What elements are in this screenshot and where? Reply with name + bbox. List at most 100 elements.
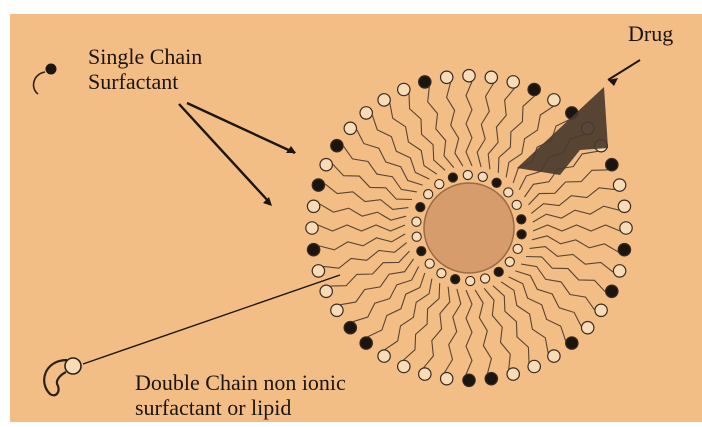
surfactant-head-open (485, 71, 497, 83)
surfactant-head-filled (344, 322, 356, 334)
outer-tail (424, 287, 450, 368)
outer-tail (529, 170, 608, 205)
outer-tail (493, 286, 529, 363)
inner-head-open (513, 244, 522, 253)
surfactant-head-open (378, 350, 390, 362)
surfactant-head-open (582, 322, 594, 334)
outer-tail (323, 243, 406, 269)
single-chain-head-icon (46, 64, 57, 75)
outer-tail (521, 264, 594, 310)
drug-label: Drug (628, 21, 673, 46)
inner-head-open (481, 274, 490, 283)
inner-head-open (437, 269, 446, 278)
inner-head-filled (517, 215, 526, 224)
single-chain-tail-icon (34, 72, 45, 94)
outer-tail (526, 257, 605, 292)
surfactant-head-open (441, 373, 453, 385)
surfactant-head-filled (606, 285, 618, 297)
inner-head-open (478, 172, 487, 181)
outer-tail (532, 236, 618, 252)
inner-head-filled (451, 275, 460, 284)
micelle-core (424, 183, 514, 273)
surfactant-head-open (548, 94, 560, 106)
outer-tail (475, 290, 491, 374)
single-chain-arrow-upper (187, 103, 295, 153)
inner-head-filled (517, 230, 526, 239)
surfactant-head-filled (307, 244, 319, 256)
surfactant-head-filled (618, 244, 630, 256)
outer-tail (319, 234, 405, 250)
surfactant-head-open (595, 304, 607, 316)
surfactant-head-filled (312, 179, 324, 191)
surfactant-head-open (507, 76, 519, 88)
surfactant-head-open (360, 107, 372, 119)
outer-tail (428, 87, 454, 168)
outer-tail (447, 83, 463, 167)
surfactant-head-filled (331, 140, 343, 152)
inner-head-filled (416, 203, 425, 212)
surfactant-head-open (312, 265, 324, 277)
outer-tail (318, 225, 405, 231)
double-chain-pointer-line (83, 275, 340, 364)
inner-head-filled (492, 178, 501, 187)
double-chain-surfactant-label: Double Chain non ionic surfactant or lip… (135, 370, 346, 420)
outer-tail (404, 283, 440, 360)
inner-head-open (412, 232, 421, 241)
single-chain-label-line2: Surfactant (88, 69, 202, 94)
outer-tail (385, 279, 432, 350)
double-chain-head-icon (65, 358, 81, 374)
outer-tail (530, 247, 613, 273)
drug-molecule (517, 87, 608, 175)
inner-head-open (466, 276, 475, 285)
surfactant-head-open (320, 285, 332, 297)
inner-head-open (435, 180, 444, 189)
surfactant-head-open (378, 94, 390, 106)
drug-arrow (608, 60, 640, 80)
outer-tail (531, 188, 614, 214)
outer-tail (488, 88, 514, 169)
surfactant-head-open (620, 222, 632, 234)
outer-tail (501, 282, 548, 353)
surfactant-head-filled (463, 374, 475, 386)
outer-tail (390, 103, 437, 174)
surfactant-head-open (306, 222, 318, 234)
inner-head-open (463, 170, 472, 179)
surfactant-head-filled (419, 76, 431, 88)
surfactant-head-open (320, 159, 332, 171)
surfactant-head-open (548, 350, 560, 362)
surfactant-head-filled (606, 159, 618, 171)
double-chain-tail-icon (44, 360, 67, 395)
double-chain-label-line2: surfactant or lipid (135, 395, 346, 420)
surfactant-head-open (307, 200, 319, 212)
surfactant-head-filled (528, 83, 540, 95)
outer-tail (484, 288, 510, 369)
outer-tail (340, 259, 413, 305)
surfactant-head-open (398, 83, 410, 95)
single-chain-surfactant-label: Single Chain Surfactant (88, 44, 202, 94)
inner-head-open (412, 217, 421, 226)
single-chain-label-line1: Single Chain (88, 44, 202, 69)
outer-tail (533, 225, 620, 231)
inner-head-filled (417, 247, 426, 256)
inner-head-open (424, 190, 433, 199)
outer-tail (445, 289, 461, 373)
outer-tail (533, 206, 619, 222)
surfactant-head-open (344, 122, 356, 134)
single-chain-arrow-lower (179, 104, 270, 203)
inner-head-filled (494, 267, 503, 276)
outer-tail (409, 94, 445, 171)
inner-head-filled (448, 173, 457, 182)
surfactant-head-open (507, 368, 519, 380)
outer-tail (325, 184, 408, 210)
surfactant-head-filled (360, 337, 372, 349)
outer-tail (466, 290, 472, 374)
surfactant-head-filled (485, 373, 497, 385)
outer-tail (357, 130, 423, 185)
double-chain-label-line1: Double Chain non ionic (135, 370, 346, 395)
inner-head-open (425, 259, 434, 268)
surfactant-head-open (441, 71, 453, 83)
surfactant-head-open (613, 265, 625, 277)
surfactant-head-filled (566, 337, 578, 349)
outer-tail (320, 204, 406, 220)
